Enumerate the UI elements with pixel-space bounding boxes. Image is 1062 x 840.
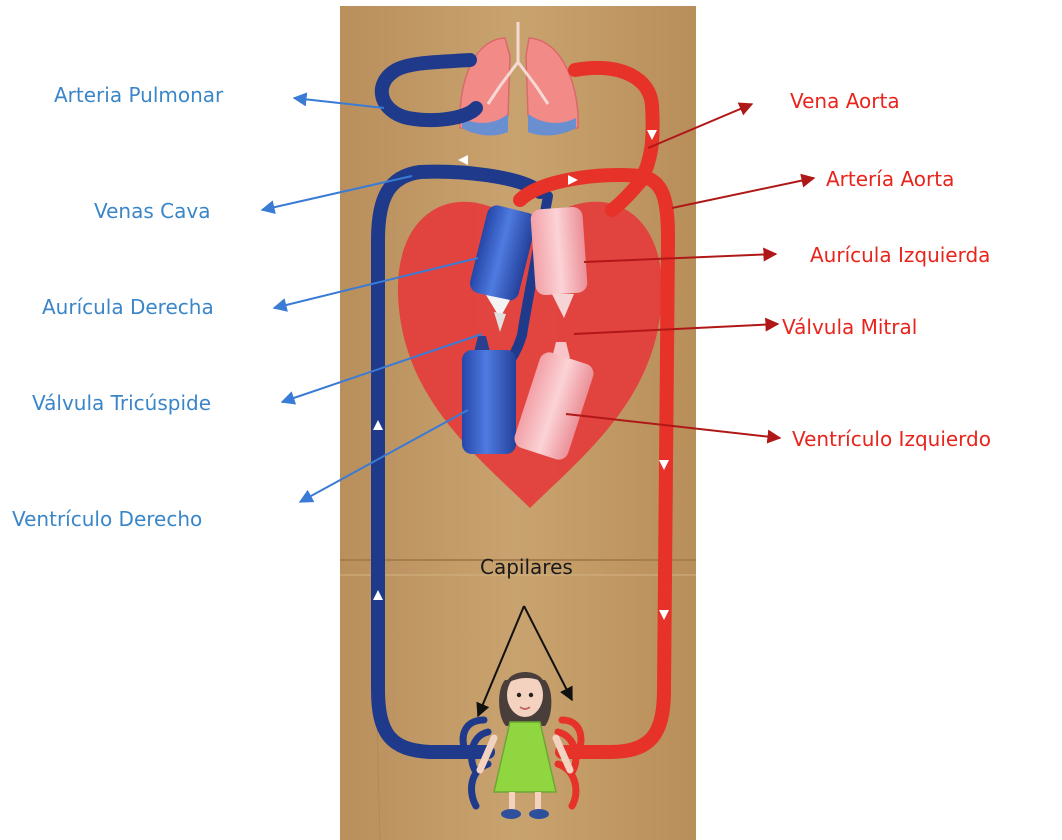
label-arteria-aorta: Artería Aorta <box>826 167 954 191</box>
label-ventriculo-derecho: Ventrículo Derecho <box>12 507 202 531</box>
label-capilares: Capilares <box>480 555 573 579</box>
label-auricula-izquierda: Aurícula Izquierda <box>810 243 990 267</box>
label-vena-aorta: Vena Aorta <box>790 89 900 113</box>
label-valvula-tricuspide: Válvula Tricúspide <box>32 391 211 415</box>
label-ventriculo-izquierdo: Ventrículo Izquierdo <box>792 427 991 451</box>
label-arteria-pulmonar: Arteria Pulmonar <box>54 83 224 107</box>
label-venas-cava: Venas Cava <box>94 199 210 223</box>
right-ventricle-bottle <box>462 336 516 454</box>
label-valvula-mitral: Válvula Mitral <box>782 315 917 339</box>
label-auricula-derecha: Aurícula Derecha <box>42 295 214 319</box>
